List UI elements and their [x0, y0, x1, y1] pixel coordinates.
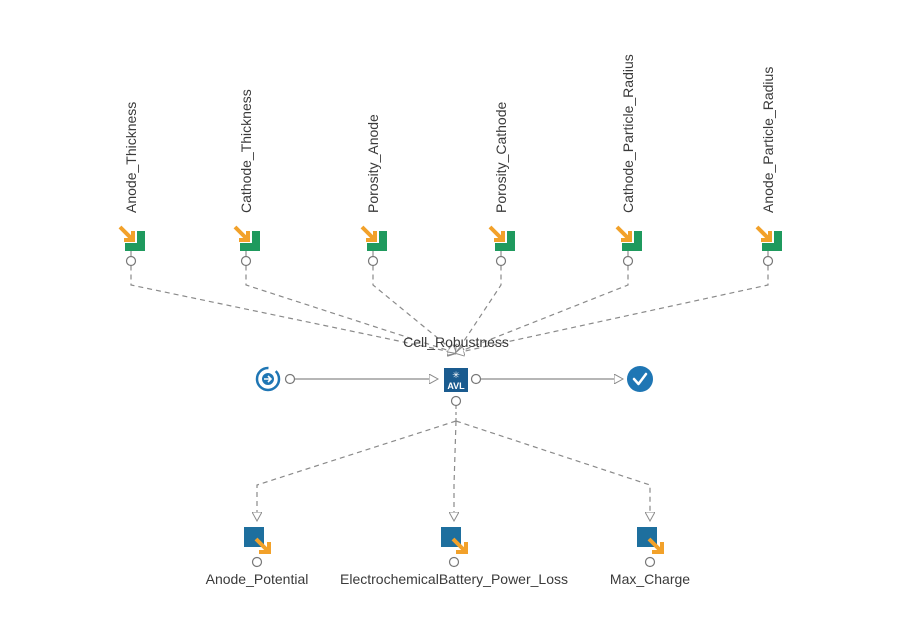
- input-node[interactable]: [615, 225, 642, 267]
- input-edge-5: [456, 265, 629, 354]
- input-label: Anode_Particle_Radius: [760, 66, 776, 213]
- input-edge-6: [456, 265, 769, 354]
- output-node[interactable]: [441, 527, 468, 568]
- end-node[interactable]: [627, 366, 653, 392]
- output-label: Max_Charge: [609, 571, 691, 587]
- snowflake-icon: ✳: [452, 371, 460, 381]
- input-edge-4: [456, 265, 502, 354]
- input-node[interactable]: [233, 225, 260, 267]
- output-parameter-icon: [647, 537, 664, 554]
- output-edge-1: [257, 420, 457, 520]
- start-node[interactable]: [255, 366, 296, 392]
- input-label: Anode_Thickness: [123, 101, 139, 213]
- input-port[interactable]: [240, 255, 252, 267]
- output-port[interactable]: [644, 556, 656, 568]
- output-label: Anode_Potential: [205, 571, 309, 587]
- input-label: Porosity_Cathode: [493, 101, 509, 213]
- input-label: Porosity_Anode: [365, 114, 381, 213]
- input-node[interactable]: [488, 225, 515, 267]
- model-label: Cell_Robustness: [403, 334, 509, 350]
- input-node[interactable]: [360, 225, 387, 267]
- output-parameter-icon: [254, 537, 271, 554]
- model-node[interactable]: ✳AVL: [444, 368, 482, 421]
- input-port[interactable]: [125, 255, 137, 267]
- input-port[interactable]: [762, 255, 774, 267]
- diagram-nodes: ✳AVL: [118, 225, 782, 568]
- input-edge-3: [372, 265, 456, 354]
- model-bottom-port[interactable]: [450, 395, 462, 407]
- input-port[interactable]: [495, 255, 507, 267]
- input-port[interactable]: [367, 255, 379, 267]
- input-parameter-icon: [755, 225, 772, 242]
- arrow-right-icon: [264, 375, 273, 383]
- output-node[interactable]: [244, 527, 271, 568]
- input-edge-2: [245, 265, 456, 354]
- output-edge-3: [455, 420, 650, 520]
- input-node[interactable]: [118, 225, 145, 267]
- output-edge-2: [454, 420, 456, 520]
- output-port[interactable]: [448, 556, 460, 568]
- input-label: Cathode_Particle_Radius: [620, 54, 636, 213]
- input-parameter-icon: [488, 225, 505, 242]
- output-port[interactable]: [251, 556, 263, 568]
- model-output-port[interactable]: [470, 373, 482, 385]
- start-output-port[interactable]: [284, 373, 296, 385]
- input-parameter-icon: [118, 225, 135, 242]
- avl-model-icon: [444, 368, 468, 392]
- connection-edges: [130, 265, 769, 521]
- avl-logo-text: AVL: [447, 381, 465, 391]
- checkmark-done-icon: [627, 366, 653, 392]
- input-parameter-icon: [360, 225, 377, 242]
- input-parameter-icon: [615, 225, 632, 242]
- input-label: Cathode_Thickness: [238, 89, 254, 213]
- output-node[interactable]: [637, 527, 664, 568]
- checkmark-icon: [632, 372, 648, 386]
- input-port[interactable]: [622, 255, 634, 267]
- input-edge-1: [130, 265, 456, 354]
- input-node[interactable]: [755, 225, 782, 267]
- input-parameter-icon: [233, 225, 250, 242]
- output-label: ElectrochemicalBattery_Power_Loss: [340, 571, 568, 587]
- output-parameter-icon: [451, 537, 468, 554]
